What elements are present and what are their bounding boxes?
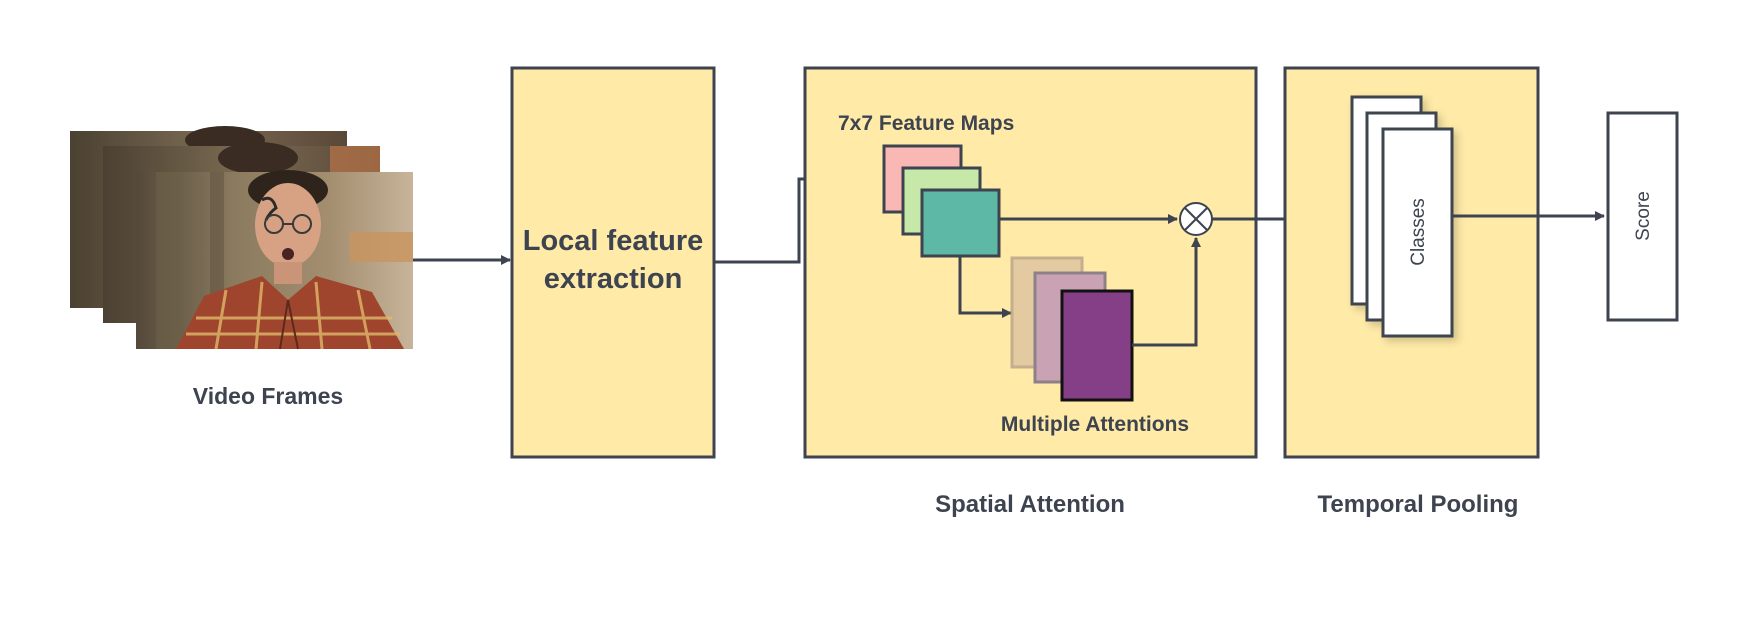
class-vectors-stack	[1350, 95, 1454, 338]
video-frames	[70, 126, 413, 350]
extraction-label-line2: extraction	[544, 263, 683, 295]
score-block	[1606, 111, 1679, 322]
local-feature-extraction-block	[510, 66, 716, 459]
temporal-pooling-label: Temporal Pooling	[1318, 491, 1519, 518]
extraction-label-line1: Local feature	[523, 225, 704, 257]
feature-maps-stack	[882, 144, 1001, 258]
circled-times-icon	[1179, 202, 1213, 236]
arrow-feature-maps-to-attentions	[958, 256, 1012, 318]
class-vector-front	[1381, 127, 1454, 338]
video-frames-label: Video Frames	[193, 383, 343, 409]
arrow-attentions-to-multiply	[1132, 237, 1201, 347]
feature-map-teal	[920, 188, 1001, 258]
attention-map-purple	[1060, 289, 1134, 402]
attentions-label: Multiple Attentions	[1001, 413, 1189, 436]
spatial-attention-label: Spatial Attention	[935, 491, 1125, 518]
score-label: Score	[1633, 191, 1654, 241]
classes-label: Classes	[1408, 198, 1429, 266]
attention-maps-stack	[1010, 256, 1134, 402]
feature-maps-label: 7x7 Feature Maps	[838, 112, 1014, 135]
video-frame-front	[136, 170, 413, 350]
